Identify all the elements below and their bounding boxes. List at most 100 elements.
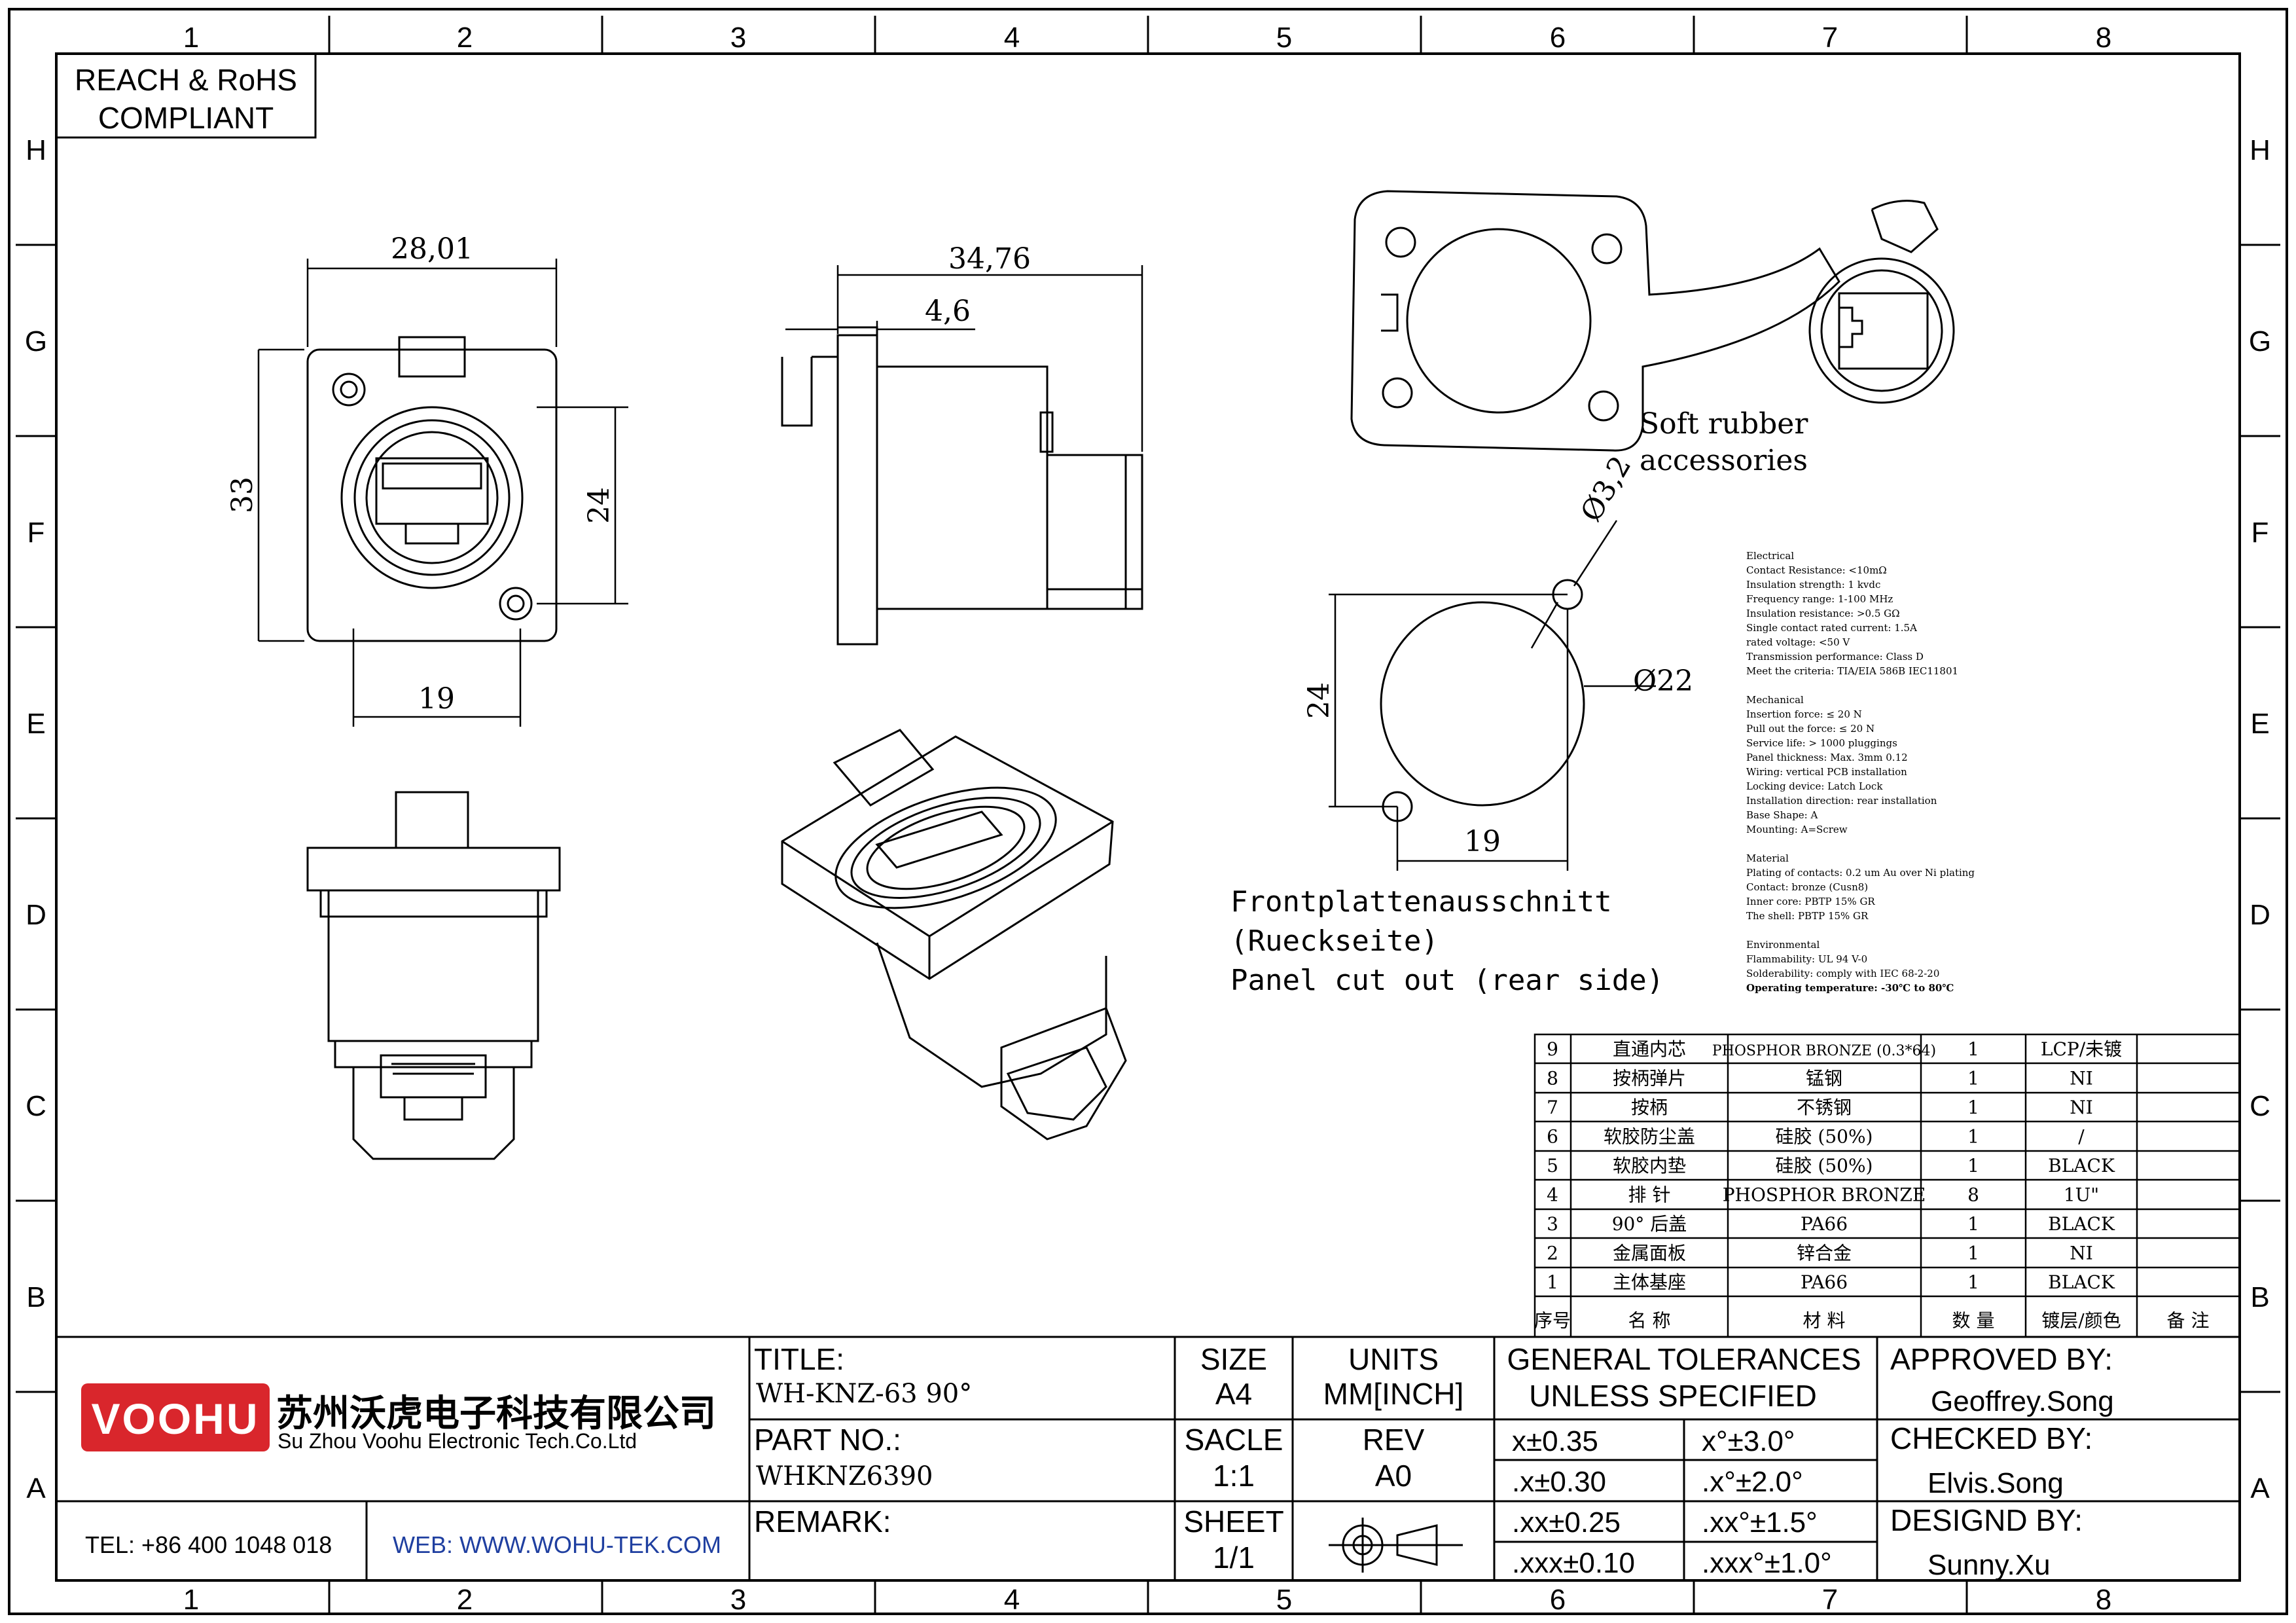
spec-line: Transmission performance: Class D [1746,651,1924,663]
bom-cell-no: 2 [1547,1243,1558,1264]
compliance-box [55,52,317,139]
scale-label: SACLE [1185,1423,1283,1457]
company-web: WEB: WWW.WOHU-TEK.COM [393,1531,721,1558]
spec-line: Installation direction: rear installatio… [1746,795,1937,807]
bom-cell-material: PA66 [1801,1271,1848,1293]
accessory-label-2: accessories [1640,444,1808,477]
spec-line: Base Shape: A [1746,809,1818,821]
bom-cell-name: 软胶防尘盖 [1604,1126,1695,1148]
bom-cell-no: 7 [1547,1097,1558,1118]
bom-cell-material: 硅胶 (50%) [1776,1155,1873,1176]
sheet-label: SHEET [1183,1504,1283,1539]
row-label-left: C [26,1090,46,1122]
col-label-bottom: 1 [183,1584,199,1616]
dim-side-length: 34,76 [948,242,1031,276]
spec-line: Inner core: PBTP 15% GR [1746,896,1875,907]
spec-line: Operating temperature: -30℃ to 80℃ [1746,982,1954,994]
col-label-top: 4 [1004,22,1020,54]
accessory-label-1: Soft rubber [1640,407,1808,441]
bom-cell-name: 主体基座 [1613,1271,1686,1293]
spec-line: Material [1746,852,1789,864]
bom-cell-qty: 1 [1967,1155,1979,1176]
bom-cell-no: 9 [1547,1038,1558,1060]
spec-line: Insulation resistance: >0.5 GΩ [1746,608,1900,619]
units-value: MM[INCH] [1323,1377,1464,1411]
tolerance-linear: .xxx±0.10 [1512,1547,1635,1579]
side-view [781,326,1143,646]
bom-header-note: 备 注 [2167,1310,2210,1332]
spec-line: The shell: PBTP 15% GR [1746,910,1869,922]
cutout-label-en: Panel cut out (rear side) [1230,964,1664,997]
bom-header-no: 序号 [1534,1310,1571,1332]
bom-cell-qty: 1 [1967,1068,1979,1089]
compliance-line2: COMPLIANT [98,101,274,135]
projection-symbol-icon [1329,1518,1463,1573]
bom-cell-finish: NI [2070,1243,2093,1264]
spec-line: Frequency range: 1-100 MHz [1746,593,1893,605]
bom-cell-no: 8 [1547,1068,1558,1089]
title-block-lines [56,1336,2240,1580]
rev-value: A0 [1375,1459,1412,1493]
spec-line: Contact: bronze (Cusn8) [1746,881,1869,893]
spec-spacer [1746,678,1975,693]
tolerance-angular: .xxx°±1.0° [1702,1547,1832,1579]
tolerance-title-2: UNLESS SPECIFIED [1529,1379,1817,1413]
row-label-left: E [26,708,45,740]
col-label-top: 8 [2096,22,2111,54]
remark-label: REMARK: [754,1504,891,1539]
row-label-left: B [26,1281,45,1313]
bom-cell-no: 1 [1547,1271,1558,1293]
bom-cell-material: PHOSPHOR BRONZE [1723,1184,1926,1206]
compliance-line1: REACH & RoHS [75,63,297,97]
bottom-view [306,791,561,1160]
bom-cell-material: 硅胶 (50%) [1776,1126,1873,1148]
bom-cell-qty: 1 [1967,1271,1979,1293]
bom-table-lines [1534,1033,2241,1338]
dim-front-hole-spacing: 19 [418,682,455,716]
row-label-right: C [2250,1090,2270,1122]
cutout-label-de1: Frontplattenausschnitt [1230,885,1612,919]
spec-line: Insulation strength: 1 kvdc [1746,579,1881,591]
spec-line: Plating of contacts: 0.2 um Au over Ni p… [1746,867,1975,879]
rubber-accessory [1350,190,1955,452]
spec-line: Contact Resistance: <10mΩ [1746,564,1887,576]
dim-cutout-main: Ø22 [1633,665,1693,698]
col-label-bottom: 2 [457,1584,473,1616]
title-label: TITLE: [754,1342,844,1376]
row-label-left: H [26,134,46,166]
bom-cell-name: 直通内芯 [1613,1038,1686,1060]
dim-front-height: 33 [226,477,259,513]
bom-cell-material: PHOSPHOR BRONZE (0.3*64) [1712,1043,1936,1059]
bom-cell-qty: 8 [1967,1184,1979,1206]
spec-line: Electrical [1746,550,1795,562]
side-view-dims [785,265,1143,452]
bom-cell-qty: 1 [1967,1213,1979,1235]
spec-line: Mounting: A=Screw [1746,824,1848,835]
dim-cutout-hole: Ø3,2 [1574,450,1638,527]
company-name-en: Su Zhou Voohu Electronic Tech.Co.Ltd [278,1429,637,1453]
bom-header-qty: 数 量 [1952,1310,1995,1332]
cutout-label-de2: (Rueckseite) [1230,924,1439,958]
row-label-right: G [2249,325,2271,357]
spec-line: Locking device: Latch Lock [1746,780,1883,792]
dim-cutout-spacing: 19 [1464,825,1501,858]
bom-cell-qty: 1 [1967,1126,1979,1148]
spec-line: Wiring: vertical PCB installation [1746,766,1907,778]
bom-cell-finish: NI [2070,1097,2093,1118]
partno-label: PART NO.: [754,1423,901,1457]
bom-cell-material: 锰钢 [1806,1068,1842,1089]
col-label-bottom: 6 [1550,1584,1566,1616]
col-label-bottom: 7 [1822,1584,1838,1616]
row-label-right: B [2250,1281,2269,1313]
spec-line: Service life: > 1000 pluggings [1746,737,1897,749]
col-label-bottom: 8 [2096,1584,2111,1616]
front-view [306,336,558,642]
tolerance-linear: x±0.35 [1512,1425,1598,1457]
row-labels: H G F E D C B A H G F E D C B A [25,134,2271,1504]
brand-logo-bg [81,1383,270,1451]
bom-cell-no: 6 [1547,1126,1558,1148]
size-label: SIZE [1200,1342,1267,1376]
company-name-cn: 苏州沃虎电子科技有限公司 [276,1393,716,1434]
